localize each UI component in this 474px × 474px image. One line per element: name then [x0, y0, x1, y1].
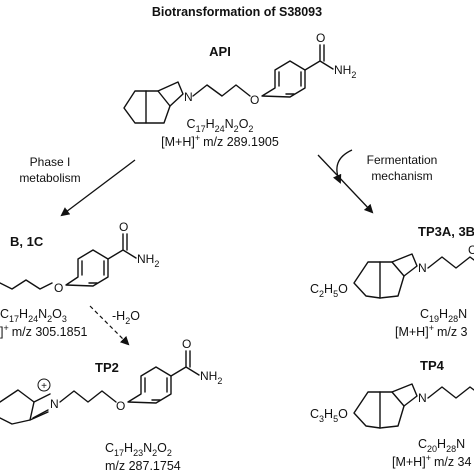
tp2-label: TP2: [95, 360, 119, 375]
tp2-structure: TP2 + N O O NH2 C17H23N2O2 m/z 287.1754: [0, 337, 222, 473]
scheme-title: Biotransformation of S38093: [152, 5, 322, 19]
tp3-formula: C19H28N: [420, 307, 467, 324]
tp3-nitrogen: N: [418, 261, 427, 275]
api-oxygen: O: [250, 93, 259, 107]
api-nitrogen: N: [184, 90, 193, 104]
phase1-label-1: Phase I: [30, 155, 71, 169]
metabolite-carbonyl-oxygen: O: [119, 220, 128, 234]
metabolite-oxygen: O: [54, 281, 63, 295]
tp2-formula: C17H23N2O2: [105, 441, 172, 458]
metabolite-mass: ]+m/z 305.1851: [0, 323, 88, 339]
api-mass: [M+H]+m/z 289.1905: [161, 133, 279, 149]
tp3-label: TP3A, 3B: [418, 224, 474, 239]
tp4-formula: C20H28N: [418, 437, 465, 454]
tp3-structure: TP3A, 3B N C C2H5O C19H28N [M+H]+m/z 3: [310, 224, 474, 339]
phase1-label-2: metabolism: [19, 171, 80, 185]
phase1-arrow: [60, 159, 136, 217]
tp2-oxygen: O: [116, 399, 125, 413]
api-amide-nh: NH2: [334, 63, 356, 80]
metabolite-amide-nh: NH2: [137, 252, 159, 269]
metabolite-label: B, 1C: [10, 234, 44, 249]
api-structure: API N O O NH2 C17H24N2O2 [M+H]+m/z 289.1…: [123, 31, 356, 149]
tp4-mass: [M+H]+m/z 34: [392, 453, 472, 469]
tp3-truncated-o: C: [468, 243, 474, 257]
tp3-mass: [M+H]+m/z 3: [395, 323, 468, 339]
water-loss-label: -H2O: [112, 309, 140, 326]
water-loss-arrow: [89, 305, 130, 346]
tp2-carbonyl-oxygen: O: [182, 337, 191, 351]
api-label: API: [209, 44, 231, 59]
tp2-charge: +: [41, 381, 47, 392]
tp4-label: TP4: [420, 358, 445, 373]
metabolite-1b-1c: B, 1C O O NH2 C17H24N2O3 ]+m/z 305.1851: [0, 220, 159, 339]
tp2-mass: m/z 287.1754: [105, 459, 181, 473]
tp4-nitrogen: N: [418, 391, 427, 405]
metabolite-formula: C17H24N2O3: [0, 307, 67, 324]
tp2-amide-nh: NH2: [200, 369, 222, 386]
fermentation-label-1: Fermentation: [367, 153, 438, 167]
tp4-substituent: C3H5O: [310, 407, 348, 424]
fermentation-label-2: mechanism: [371, 169, 432, 183]
fermentation-curved-arrow: [333, 149, 353, 184]
tp3-substituent: C2H5O: [310, 282, 348, 299]
tp4-structure: TP4 N C3H5O C20H28N [M+H]+m/z 34: [310, 358, 474, 469]
api-carbonyl-oxygen: O: [316, 31, 325, 45]
tp2-nitrogen: N: [50, 397, 59, 411]
api-formula: C17H24N2O2: [187, 117, 254, 134]
fermentation-arrow: [317, 154, 374, 214]
